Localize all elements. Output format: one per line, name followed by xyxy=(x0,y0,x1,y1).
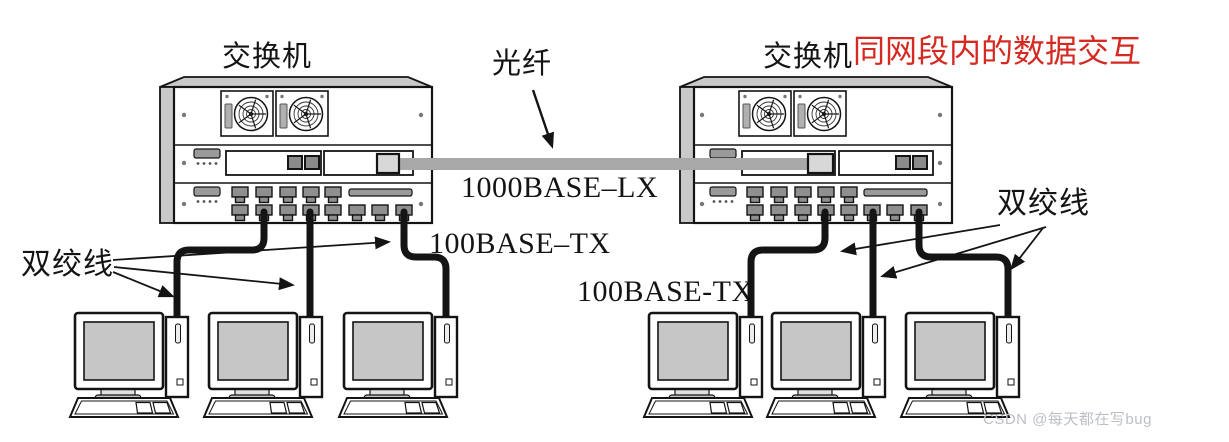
fiber-connector-icon xyxy=(806,152,835,175)
tp-pointer-arrow xyxy=(1010,227,1044,271)
tp-pointer-arrow xyxy=(880,226,1047,279)
fiber-cable xyxy=(386,158,814,170)
tp-cable xyxy=(747,208,829,330)
switch-right-title: 交换机 xyxy=(763,41,854,73)
switch-left-title: 交换机 xyxy=(222,41,313,73)
uplink-port-icon xyxy=(912,155,928,170)
fiber-pointer-arrow xyxy=(531,89,554,149)
switch-left-top-face xyxy=(159,76,433,88)
fan-icon xyxy=(220,90,274,137)
uplink-port-icon xyxy=(304,155,320,170)
switch-right-top-face xyxy=(679,76,953,88)
twisted-pair-cables xyxy=(173,208,1012,330)
annotation-arrows xyxy=(112,89,1047,298)
switch-right xyxy=(679,76,954,225)
computer-3 xyxy=(337,311,459,419)
tp-cable xyxy=(915,208,1012,330)
tp-standard-label-left: 100BASE–TX xyxy=(429,227,611,260)
expansion-slot xyxy=(863,188,928,197)
computer-5 xyxy=(765,311,887,419)
twisted-pair-label-right: 双绞线 xyxy=(997,187,1090,220)
computer-4 xyxy=(642,311,764,419)
fiber-connector-icon xyxy=(375,152,401,175)
fan-icon xyxy=(275,90,329,137)
tp-pointer-arrow xyxy=(113,266,295,291)
computer-6 xyxy=(899,311,1021,419)
switch-right-side-panel xyxy=(679,86,695,224)
fiber-label: 光纤 xyxy=(492,48,553,80)
fan-icon xyxy=(738,90,792,137)
fan-icon xyxy=(793,90,847,137)
switch-left xyxy=(159,76,434,225)
same-segment-annotation: 同网段内的数据交互 xyxy=(853,33,1142,69)
tp-pointer-arrow xyxy=(112,271,175,298)
tp-cable xyxy=(173,208,268,330)
uplink-port-icon xyxy=(895,155,911,170)
watermark: CSDN @每天都在写bug xyxy=(983,411,1152,428)
computer-1 xyxy=(68,311,190,419)
expansion-slot xyxy=(348,188,413,197)
tp-cable xyxy=(400,208,450,330)
tp-pointer-arrow xyxy=(840,224,1001,256)
fiber-link xyxy=(375,152,835,175)
uplink-port-icon xyxy=(287,155,303,170)
tp-standard-label-right: 100BASE-TX xyxy=(577,275,754,308)
computer-2 xyxy=(202,311,324,419)
tp-pointer-arrow xyxy=(112,236,391,261)
switch-left-side-panel xyxy=(159,86,175,224)
fiber-standard-label: 1000BASE–LX xyxy=(461,171,659,204)
twisted-pair-label-left: 双绞线 xyxy=(21,248,114,281)
